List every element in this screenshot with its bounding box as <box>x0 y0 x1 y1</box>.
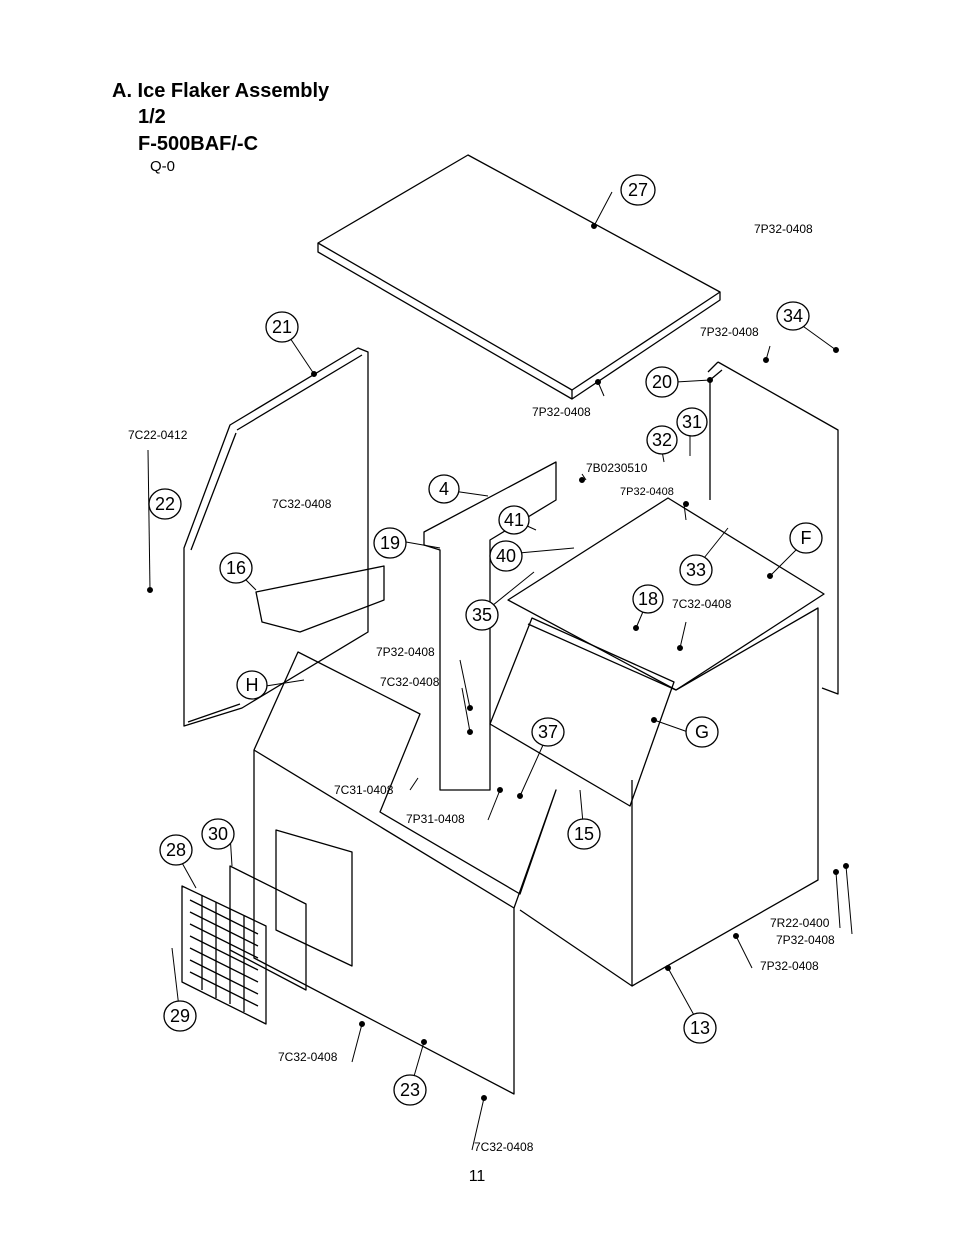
part-code-label: 7P32-0408 <box>760 959 819 973</box>
callout-20: 20 <box>652 372 672 392</box>
model-number: F-500BAF/-C <box>138 133 259 155</box>
callout-22: 22 <box>155 494 175 514</box>
callout-37: 37 <box>538 722 558 742</box>
top-panel-edge <box>317 243 721 400</box>
part-code-label: 7R22-0400 <box>770 916 830 930</box>
left-side-panel <box>183 347 369 727</box>
part-code-label: 7C32-0408 <box>278 1050 338 1064</box>
louver-grille <box>181 885 267 1025</box>
callout-4: 4 <box>439 479 449 499</box>
part-code-label: 7C22-0412 <box>128 428 188 442</box>
callout-19: 19 <box>380 533 400 553</box>
callout-H: H <box>246 675 259 695</box>
section-fraction: 1/2 <box>138 106 166 128</box>
callout-29: 29 <box>170 1006 190 1026</box>
callout-F: F <box>801 528 812 548</box>
front-panel <box>253 651 557 1095</box>
callout-28: 28 <box>166 840 186 860</box>
callout-40: 40 <box>496 546 516 566</box>
callout-23: 23 <box>400 1080 420 1100</box>
callout-21: 21 <box>272 317 292 337</box>
callout-G: G <box>695 722 709 742</box>
cabinet-left-edge <box>519 780 633 987</box>
bin-control-box <box>255 565 385 633</box>
part-code-label: 7C32-0408 <box>272 497 332 511</box>
cabinet-top <box>507 497 825 691</box>
callout-27: 27 <box>628 180 648 200</box>
callout-33: 33 <box>686 560 706 580</box>
cabinet-right <box>631 607 819 987</box>
bin-door <box>489 617 675 807</box>
part-code-label: 7P32-0408 <box>776 933 835 947</box>
callout-35: 35 <box>472 605 492 625</box>
callout-15: 15 <box>574 824 594 844</box>
part-code-label: 7C31-0408 <box>334 783 394 797</box>
callout-31: 31 <box>682 412 702 432</box>
callout-34: 34 <box>783 306 803 326</box>
part-code-label: 7C32-0408 <box>474 1140 534 1154</box>
air-filter <box>229 865 307 991</box>
callout-16: 16 <box>226 558 246 578</box>
callout-13: 13 <box>690 1018 710 1038</box>
callout-18: 18 <box>638 589 658 609</box>
revision-code: Q-0 <box>150 158 176 175</box>
page-number: 11 <box>468 1168 486 1185</box>
part-code-label: 7B0230510 <box>586 461 648 475</box>
rear-panel <box>717 361 839 695</box>
callout-32: 32 <box>652 430 672 450</box>
part-code-label: 7P32-0408 <box>532 405 591 419</box>
part-code-label: 7P32-0408 <box>620 486 674 498</box>
callout-41: 41 <box>504 510 524 530</box>
top-panel-outline <box>317 154 721 391</box>
part-code-label: 7P32-0408 <box>754 222 813 236</box>
section-title: A. Ice Flaker Assembly <box>112 80 330 102</box>
part-code-label: 7C32-0408 <box>672 597 732 611</box>
callout-30: 30 <box>208 824 228 844</box>
part-code-label: 7P32-0408 <box>376 645 435 659</box>
part-code-label: 7P31-0408 <box>406 812 465 826</box>
part-code-label: 7P32-0408 <box>700 325 759 339</box>
center-frame <box>423 461 557 791</box>
part-code-label: 7C32-0408 <box>380 675 440 689</box>
